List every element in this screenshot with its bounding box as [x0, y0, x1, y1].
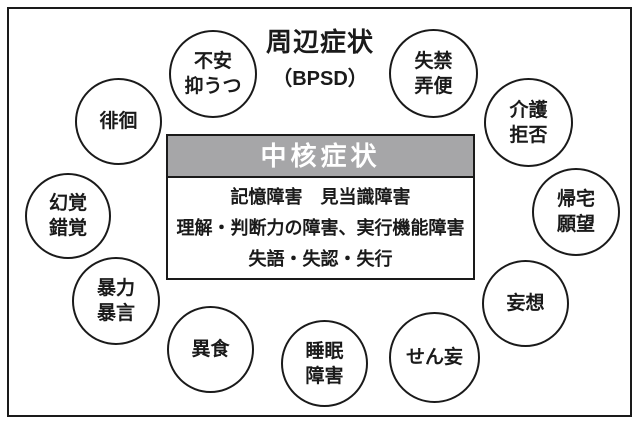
- symptom-label: 異食: [191, 339, 230, 360]
- symptom-label: 睡眠 障害: [305, 340, 344, 387]
- symptom-circle-anxiety-depression: 不安 抑うつ: [169, 30, 257, 118]
- title-sub: （BPSD）: [272, 67, 368, 90]
- symptom-label: 介護 拒否: [509, 99, 548, 146]
- diagram-title: 周辺症状 （BPSD）: [230, 27, 410, 91]
- core-symptoms-header: 中核症状: [168, 136, 473, 178]
- symptom-circle-desire-to-go-home: 帰宅 願望: [532, 168, 620, 256]
- symptom-label: 不安 抑うつ: [184, 51, 242, 97]
- core-symptoms-body: 記憶障害 見当識障害 理解・判断力の障害、実行機能障害 失語・失認・失行: [168, 178, 473, 278]
- symptom-circle-sleep-disorder: 睡眠 障害: [281, 320, 368, 407]
- symptom-circle-violence-verbal-abuse: 暴力 暴言: [72, 257, 160, 345]
- symptom-label: せん妄: [405, 347, 463, 368]
- symptom-circle-pica: 異食: [167, 306, 254, 393]
- symptom-circle-wandering: 徘徊: [75, 78, 162, 165]
- symptom-circle-hallucination-illusion: 幻覚 錯覚: [25, 173, 111, 259]
- symptom-circle-care-refusal: 介護 拒否: [484, 78, 573, 167]
- symptom-label: 暴力 暴言: [96, 278, 135, 324]
- core-symptoms-box: 中核症状 記憶障害 見当識障害 理解・判断力の障害、実行機能障害 失語・失認・失…: [166, 134, 475, 280]
- symptom-circle-delirium: せん妄: [389, 312, 480, 403]
- symptom-label: 失禁 弄便: [414, 50, 453, 97]
- title-main: 周辺症状: [265, 27, 374, 57]
- symptom-label: 幻覚 錯覚: [48, 193, 87, 239]
- symptom-label: 妄想: [506, 293, 545, 314]
- symptom-label: 帰宅 願望: [556, 189, 595, 235]
- core-symptom-line-judgment-executive: 理解・判断力の障害、実行機能障害: [176, 217, 465, 238]
- symptom-circle-delusion: 妄想: [482, 260, 569, 347]
- symptom-circle-incontinence-fecal: 失禁 弄便: [389, 29, 478, 118]
- core-symptom-line-memory-orientation: 記憶障害 見当識障害: [230, 186, 411, 207]
- core-symptom-line-aphasia-agnosia-apraxia: 失語・失認・失行: [248, 248, 393, 269]
- symptom-label: 徘徊: [99, 111, 138, 132]
- outer-border: [7, 7, 632, 417]
